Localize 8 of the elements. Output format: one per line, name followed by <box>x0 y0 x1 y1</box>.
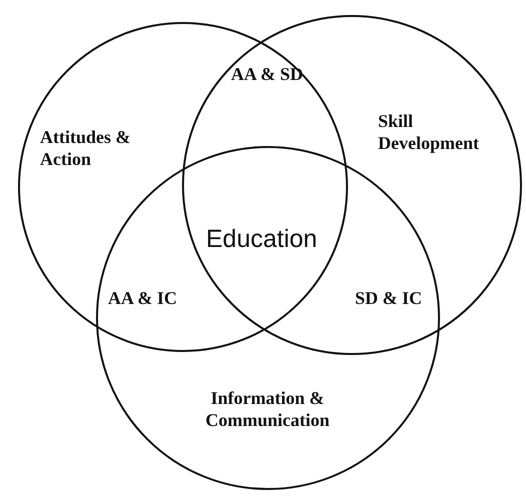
circle-label: Attitudes & Action <box>40 126 132 170</box>
circle-label: Information & Communication <box>204 387 330 431</box>
overlap-label: SD & IC <box>355 288 422 309</box>
overlap-label: AA & IC <box>108 288 178 309</box>
center-label: Education <box>206 225 318 254</box>
venn-circle <box>18 22 348 352</box>
circle-label: Skill Development <box>378 110 480 154</box>
venn-circle <box>182 15 522 355</box>
